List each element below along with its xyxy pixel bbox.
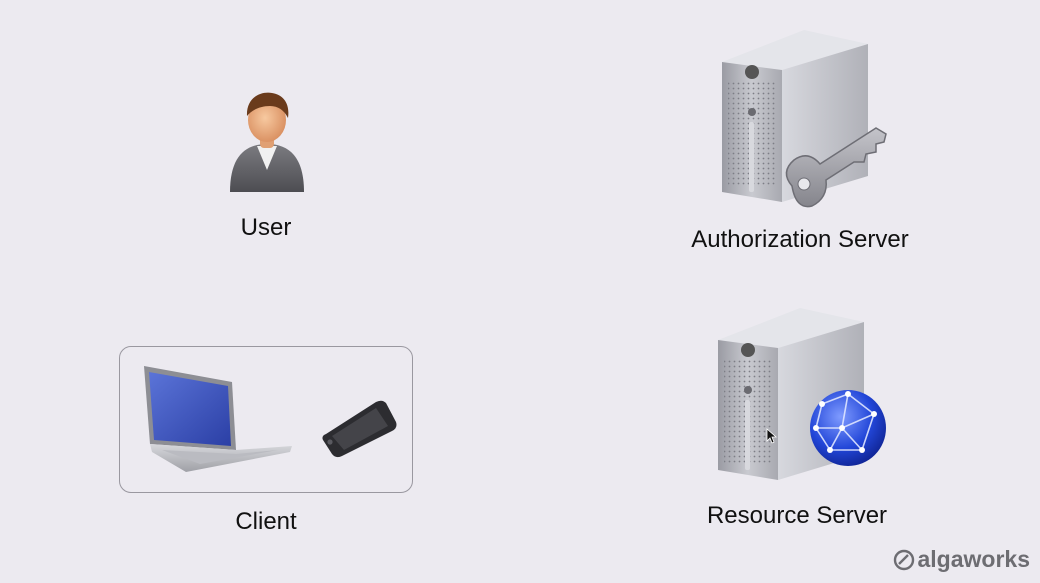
user-avatar-icon	[230, 92, 304, 192]
brand-logo: algaworks	[893, 546, 1031, 573]
server-key-icon	[722, 30, 887, 208]
client-label: Client	[235, 508, 297, 535]
algaworks-logo-icon	[893, 549, 914, 570]
mouse-cursor-icon	[766, 428, 778, 444]
authorization-server-label: Authorization Server	[691, 226, 909, 253]
resource-server-label: Resource Server	[706, 502, 888, 529]
brand-text: algaworks	[917, 546, 1031, 572]
client-box	[119, 346, 413, 493]
user-label: User	[240, 214, 292, 241]
smartphone-icon	[322, 400, 397, 458]
server-globe-icon	[718, 308, 886, 480]
laptop-icon	[144, 366, 292, 472]
